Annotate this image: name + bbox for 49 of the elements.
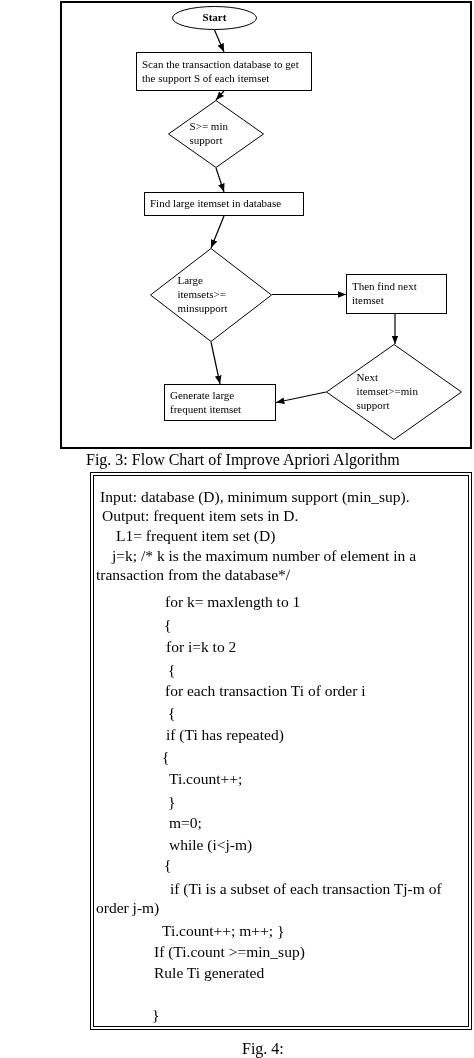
code-line: Ti.count++; <box>169 770 243 789</box>
code-line: while (i<j-m) <box>169 836 253 855</box>
code-line: j=k; /* k is the maximum number of element in a transaction from the database*/ <box>96 547 418 585</box>
figure-caption: Fig. 4: <box>242 1040 284 1058</box>
code-line: L1= frequent item set (D) <box>116 527 276 546</box>
arrow <box>213 29 225 53</box>
code-line: } <box>168 793 176 812</box>
process-box <box>346 274 447 314</box>
terminal-label: Start <box>202 11 227 25</box>
decision-diamond <box>326 344 462 440</box>
decision-diamond <box>150 248 272 342</box>
decision-diamond <box>168 100 264 168</box>
node-label: Then find next itemset <box>352 280 418 308</box>
node-label: S>= min support <box>189 120 229 148</box>
code-line: Output: frequent item sets in D. <box>102 507 299 526</box>
arrow <box>210 215 225 249</box>
code-line: if (Ti is a subset of each transaction Tj-m of order j-m) <box>96 880 443 918</box>
process-box <box>144 192 304 216</box>
code-line: for k= maxlength to 1 <box>165 593 301 612</box>
node-label: Next itemset>=min support <box>356 371 419 413</box>
code-line: If (Ti.count >=min_sup) <box>154 943 305 962</box>
code-line: Input: database (D), minimum support (min_sup). <box>100 488 410 507</box>
code-line: if (Ti has repeated) <box>166 726 284 745</box>
code-line: { <box>162 748 170 767</box>
pseudocode-box <box>90 472 472 1030</box>
code-line: { <box>164 616 172 635</box>
arrow <box>275 391 327 405</box>
arrow <box>391 313 399 345</box>
node-label: Large itemsets>= minsupport <box>177 274 229 316</box>
code-line: { <box>164 856 172 875</box>
code-line: Rule Ti generated <box>154 964 265 983</box>
code-line: { <box>168 661 176 680</box>
arrow <box>215 90 225 101</box>
arrow <box>271 291 347 298</box>
start-ellipse <box>172 6 257 30</box>
node-label: Scan the transaction database to get the support S of each itemset <box>142 57 300 86</box>
code-line: { <box>168 704 176 723</box>
arrow <box>210 341 222 385</box>
node-label: Find large itemset in database <box>150 197 282 211</box>
node-label: Generate large frequent itemset <box>170 388 243 417</box>
code-line: m=0; <box>169 814 202 833</box>
code-line: for each transaction Ti of order i <box>165 682 366 701</box>
code-line: Ti.count++; m++; } <box>162 922 285 941</box>
process-box <box>136 52 312 91</box>
figure-caption: Fig. 3: Flow Chart of Improve Apriori Algorithm <box>86 451 400 469</box>
process-box <box>164 384 276 421</box>
code-line: } <box>152 1006 160 1025</box>
arrow <box>215 167 225 193</box>
code-line: for i=k to 2 <box>166 638 237 657</box>
